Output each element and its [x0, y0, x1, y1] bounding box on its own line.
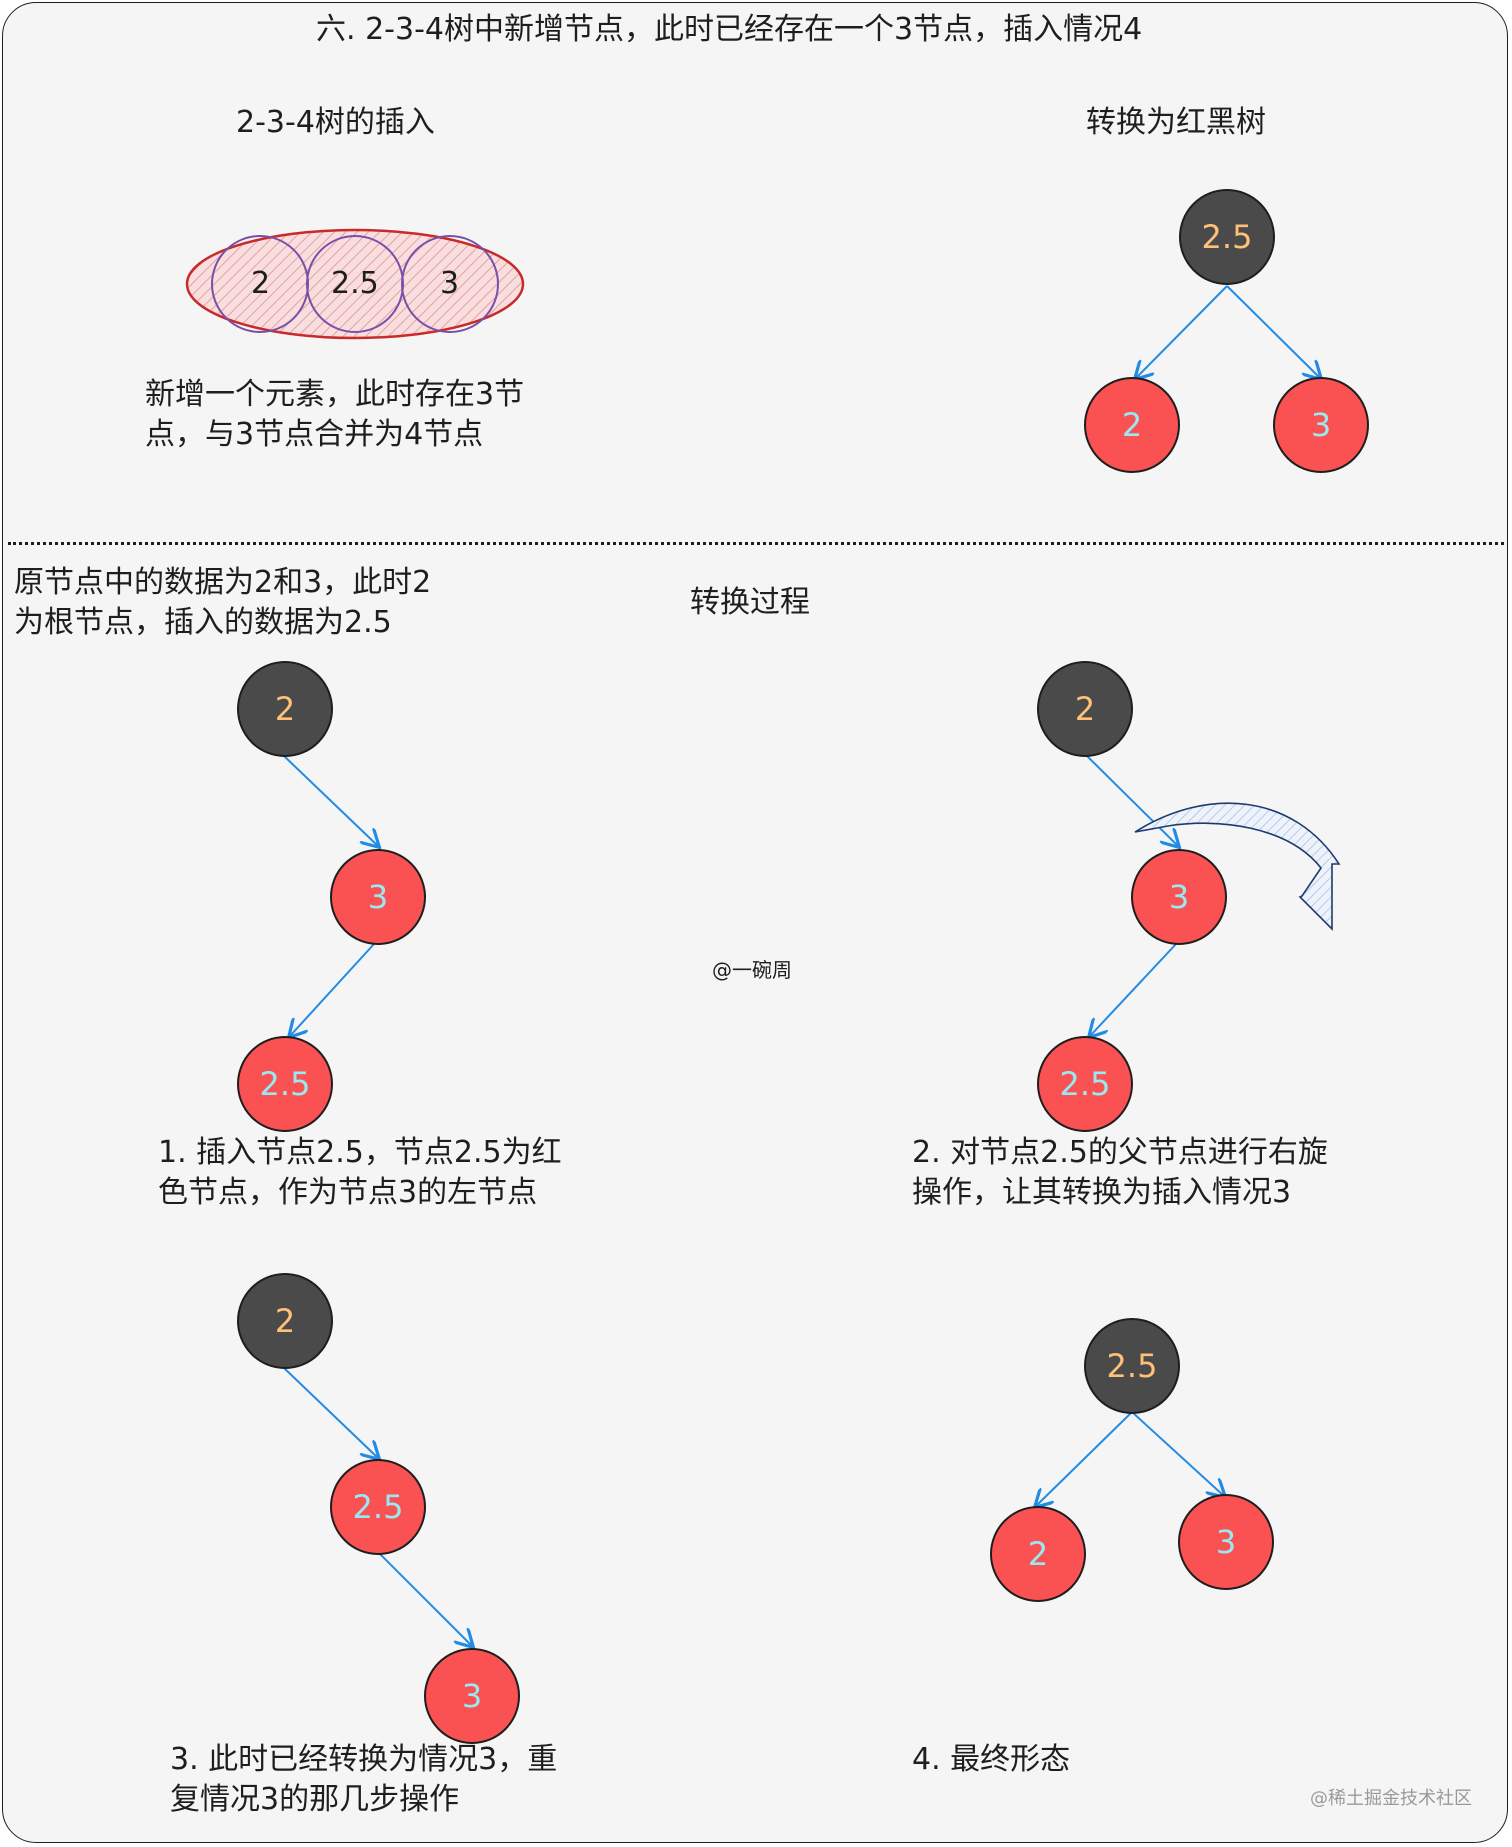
edge-s3-25-3 [377, 1551, 472, 1646]
edge-s4-root-right [1131, 1411, 1224, 1496]
section-heading-rb-tree: 转换为红黑树 [1086, 105, 1266, 140]
s2-node-3: 3 [1131, 849, 1227, 945]
footer-watermark: @稀土掘金技术社区 [1310, 1788, 1472, 1809]
step1-caption-line1: 1. 插入节点2.5，节点2.5为红 [158, 1135, 562, 1170]
step4-caption: 4. 最终形态 [912, 1742, 1071, 1777]
edge-s1-2-3 [283, 755, 378, 846]
s3-node-2: 2 [237, 1273, 333, 1369]
edge-tr-root-left [1136, 285, 1228, 378]
four-node-value-2: 2.5 [331, 266, 379, 301]
edge-tr-root-right [1226, 285, 1320, 378]
intro-line2: 为根节点，插入的数据为2.5 [14, 605, 392, 640]
section-divider [8, 542, 1504, 545]
step1-caption-line2: 色节点，作为节点3的左节点 [158, 1175, 538, 1210]
s1-node-3: 3 [330, 849, 426, 945]
s1-node-2: 2 [237, 661, 333, 757]
edge-s2-3-25 [1090, 943, 1177, 1036]
s4-right-node: 3 [1178, 1494, 1274, 1590]
step3-caption-line2: 复情况3的那几步操作 [170, 1782, 460, 1817]
step2-caption-line1: 2. 对节点2.5的父节点进行右旋 [912, 1135, 1328, 1170]
step2-caption-line2: 操作，让其转换为插入情况3 [912, 1175, 1292, 1210]
section-heading-234-insert: 2-3-4树的插入 [236, 105, 435, 140]
edge-s2-2-3 [1086, 755, 1178, 846]
top-left-caption-line1: 新增一个元素，此时存在3节 [145, 377, 525, 412]
s1-node-25: 2.5 [237, 1036, 333, 1132]
tr-right-node: 3 [1273, 377, 1369, 473]
s3-node-25: 2.5 [330, 1459, 426, 1555]
edge-s3-2-25 [283, 1367, 378, 1458]
tr-left-node: 2 [1084, 377, 1180, 473]
s4-root-node: 2.5 [1084, 1318, 1180, 1414]
s2-node-2: 2 [1037, 661, 1133, 757]
author-watermark: @一碗周 [712, 958, 792, 982]
four-node-slot-3 [401, 235, 499, 333]
s3-node-3: 3 [424, 1648, 520, 1744]
conversion-heading: 转换过程 [690, 585, 810, 620]
top-left-caption-line2: 点，与3节点合并为4节点 [145, 417, 484, 452]
edge-s1-3-25 [290, 943, 375, 1036]
edge-s4-root-left [1036, 1411, 1133, 1506]
s4-left-node: 2 [990, 1506, 1086, 1602]
s2-node-25: 2.5 [1037, 1036, 1133, 1132]
four-node-ellipse [185, 228, 525, 340]
four-node-value-3: 3 [440, 266, 460, 301]
step3-caption-line1: 3. 此时已经转换为情况3，重 [170, 1742, 558, 1777]
tr-root-node: 2.5 [1179, 189, 1275, 285]
diagram-title: 六. 2-3-4树中新增节点，此时已经存在一个3节点，插入情况4 [316, 12, 1143, 47]
intro-line1: 原节点中的数据为2和3，此时2 [14, 565, 432, 600]
four-node-value-1: 2 [251, 266, 271, 301]
